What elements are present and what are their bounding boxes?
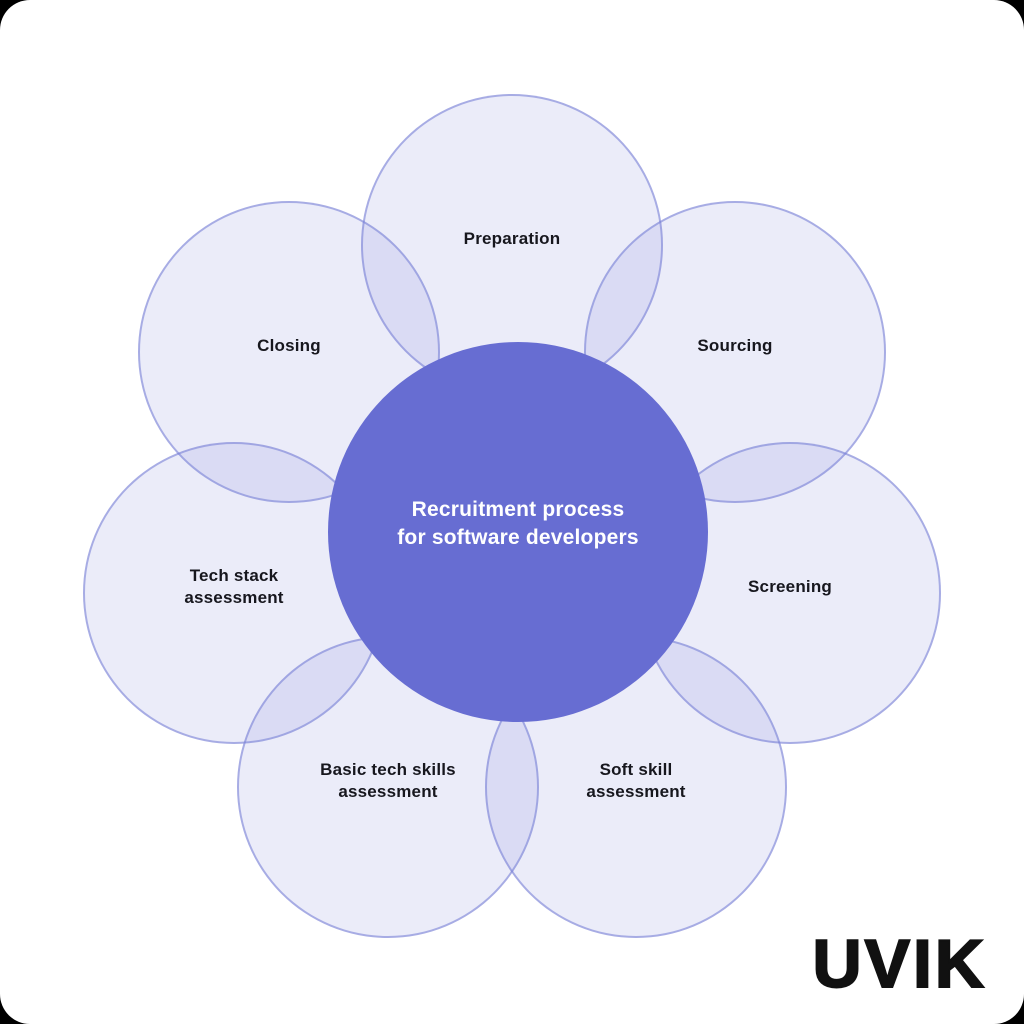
center-circle: Recruitment process for software develop…: [328, 342, 708, 722]
petal-label-preparation: Preparation: [463, 228, 561, 248]
petal-label-basic-tech-skills-assessment: Basic tech skills assessment: [320, 759, 456, 801]
petal-label-screening: Screening: [748, 576, 832, 596]
petal-label-closing: Closing: [257, 335, 321, 355]
petal-label-soft-skill-assessment: Soft skill assessment: [586, 759, 686, 801]
petal-label-tech-stack-assessment: Tech stack assessment: [184, 565, 284, 607]
petal-label-sourcing: Sourcing: [697, 335, 773, 355]
uvik-logo: UVIK: [812, 926, 987, 1002]
center-title: Recruitment process for software develop…: [397, 498, 639, 549]
